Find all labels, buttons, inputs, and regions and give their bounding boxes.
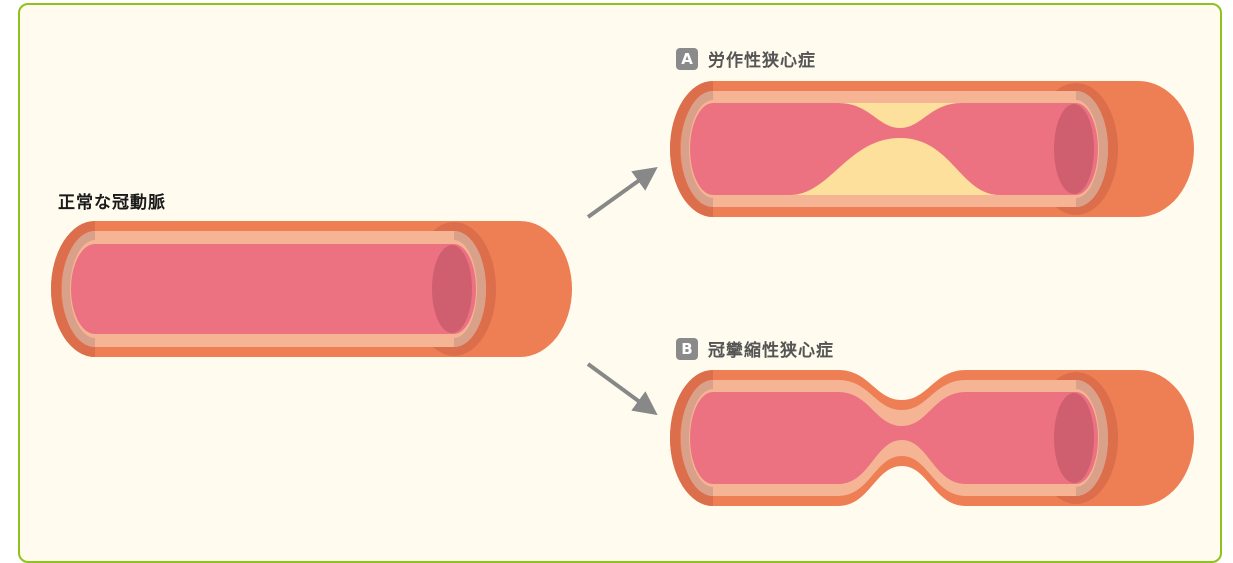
artery-diagram <box>0 0 1233 545</box>
artery-a-lumen-end <box>1054 104 1094 194</box>
artery-b-lumen-end <box>1054 393 1094 483</box>
normal-artery-lumen-end <box>432 245 472 333</box>
normal-artery-lumen <box>71 244 476 334</box>
arrow-to-a <box>588 174 648 217</box>
artery-b <box>670 370 1194 506</box>
arrow-to-b <box>588 364 648 408</box>
normal-artery <box>51 221 572 357</box>
artery-a <box>670 81 1194 217</box>
